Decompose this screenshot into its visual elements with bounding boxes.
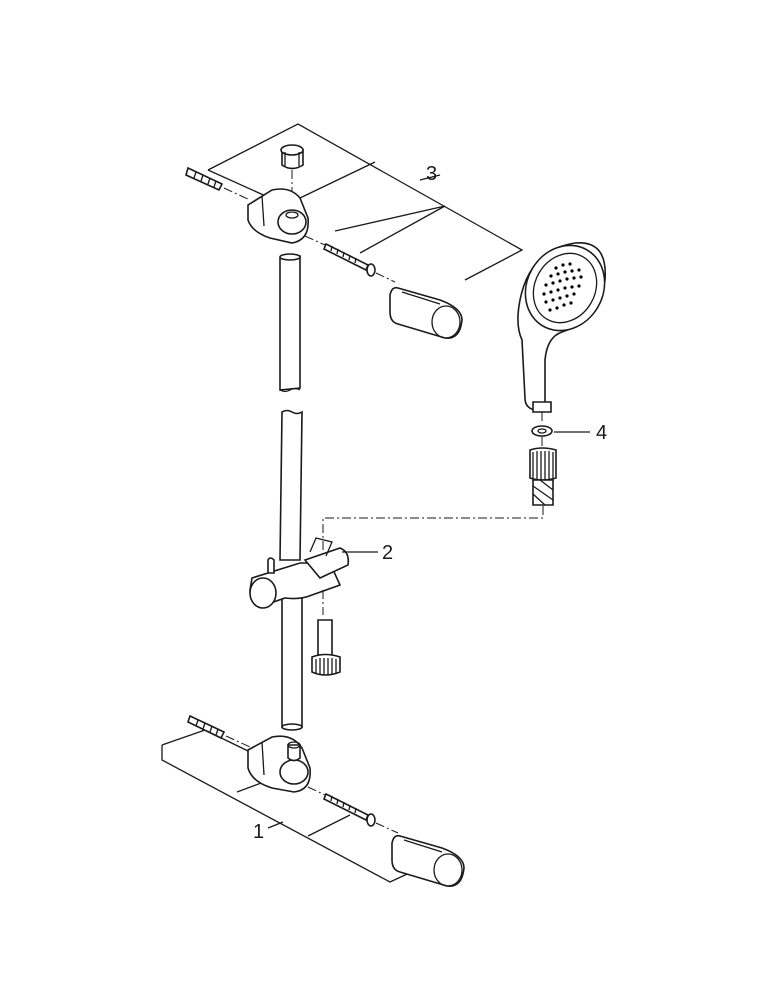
wall-plug-top bbox=[185, 166, 224, 192]
bracket-cover-bottom bbox=[391, 834, 465, 887]
svg-text:3: 3 bbox=[426, 163, 437, 185]
slide-rail bbox=[279, 253, 303, 731]
wall-plug-bottom bbox=[187, 714, 226, 740]
end-cap bbox=[280, 144, 304, 170]
callout-1: 1 bbox=[253, 821, 264, 843]
washer bbox=[531, 425, 553, 437]
wall-bracket-top bbox=[247, 188, 309, 244]
callout-4: 4 bbox=[554, 422, 607, 444]
bracket-group-3-outline bbox=[207, 123, 524, 281]
hand-shower bbox=[517, 242, 607, 413]
wall-bracket-bottom bbox=[247, 735, 311, 793]
spray-nozzles bbox=[542, 262, 583, 312]
svg-text:1: 1 bbox=[253, 821, 264, 843]
callout-3: 3 bbox=[426, 163, 437, 185]
hose-nut bbox=[311, 619, 341, 676]
svg-text:4: 4 bbox=[596, 422, 607, 444]
bracket-cover-top bbox=[389, 286, 463, 339]
svg-text:2: 2 bbox=[382, 542, 393, 564]
hose-connector bbox=[529, 447, 557, 506]
callout-2: 2 bbox=[342, 542, 393, 564]
screw-bottom bbox=[322, 792, 376, 827]
slider-assembly bbox=[249, 537, 350, 609]
screw-top bbox=[322, 242, 376, 277]
